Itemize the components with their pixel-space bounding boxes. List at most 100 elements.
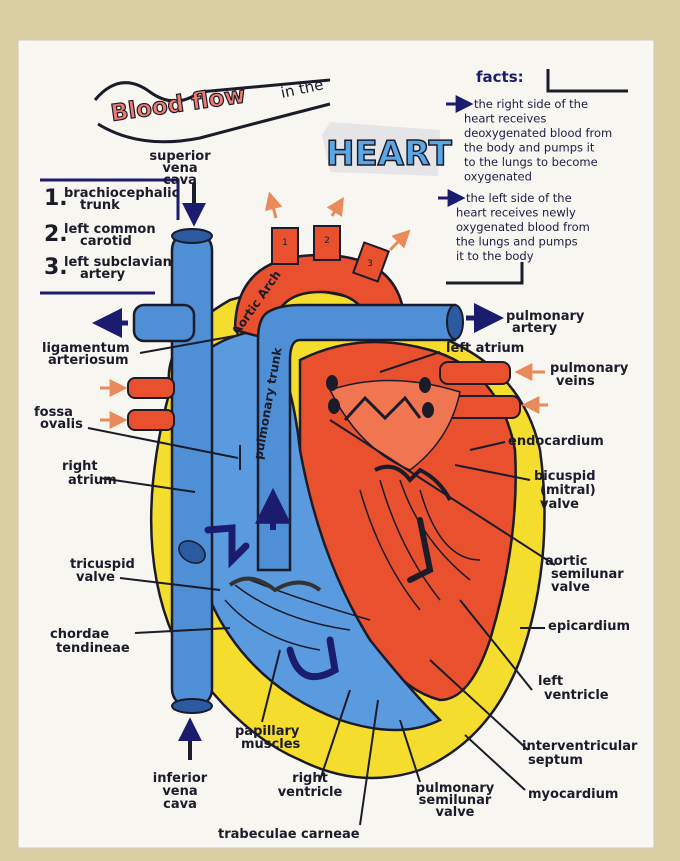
arch-number-3: 3 [367,259,373,269]
papillary-muscles-label-line-1: papillary [235,724,300,739]
arch-branch-1 [271,227,299,265]
pulmonary-artery-label-line-2: artery [512,321,558,336]
arch-arrow-2 [326,196,344,217]
fact-2-line-5: it to the body [456,249,534,263]
pulmonary-semilunar-valve-label-line-1: pulmonary [416,781,495,796]
arch-arrow-3 [388,229,411,252]
left-ventricle-label-line-1: left [538,674,563,689]
left-ventricle-flow-arrow [407,517,434,583]
tricuspid-valve-shape [228,576,322,593]
title-wave-bottom [97,102,331,144]
fact-2-line-1: the left side of the [466,191,572,205]
artery-3-line-1: left subclavian [64,255,172,270]
artery-1-line-1: brachiocephalic [64,186,179,201]
artery-1-line-2: trunk [80,198,120,213]
left-atrium-opening-1 [326,375,338,391]
pulmonary-semilunar-valve-label-line-3: valve [436,805,475,820]
fact-2-line-2: heart receives newly [456,206,576,220]
superior-vena-cava-label-line-2: vena [162,161,197,176]
outer-labels: superiorvenacavaligamentumarteriosumfoss… [34,149,638,842]
left-ventricle-label-line-2: ventricle [544,688,609,703]
facts-heading: facts: [476,68,524,86]
interventricular-septum-label-line-2: septum [528,753,583,768]
superior-vena-cava-label-line-1: superior [149,149,211,164]
aortic-semilunar-valve-label-line-3: valve [551,580,590,595]
pulmonary-veins-label-line-2: veins [556,374,595,389]
fossa-ovalis-label-line-2: ovalis [40,417,83,432]
bicuspid-valve-label-line-2: (mitral) [540,483,596,498]
vena-cava [170,230,214,709]
superior-vena-cava-label-line-3: cava [163,173,197,188]
artery-3-number: 3. [44,255,68,280]
inferior-vena-cava-label-line-3: cava [163,797,197,812]
arch-arrow-1 [264,191,283,219]
trabeculae-carneae-label-line-1: trabeculae carneae [218,827,360,842]
left-atrium-label-line-1: left atrium [446,341,524,356]
fact-1-line-3: deoxygenated blood from [464,126,612,140]
left-atrium-opening-2 [328,398,340,414]
fact-2-line-3: oxygenated blood from [456,220,590,234]
fact-2-line-4: the lungs and pumps [456,235,578,249]
pulmonary-artery-left [132,303,196,343]
left-atrium-flow-arrows [343,395,422,422]
right-ventricle-label-line-2: ventricle [278,785,343,800]
leader-lines [87,334,556,826]
pulmonary-vein-upper [439,361,511,385]
facts-corner-top [546,69,628,93]
pulmonary-vein-left-upper [127,377,175,399]
artery-2-line-1: left common [64,222,156,237]
arch-number-2: 2 [324,236,330,246]
right-atrium-flow-arrow [204,524,250,569]
pulmonary-trunk [256,303,457,572]
fossa-ovalis-label-line-1: fossa [34,405,73,420]
facts-corner-bottom [446,262,524,285]
right-ventricle-flow-arrow [286,636,339,681]
artery-2-line-2: carotid [80,234,132,249]
fact-1-line-2: heart receives [464,112,546,126]
fact-1-line-6: oxygenated [464,170,532,184]
arch-branch-2 [313,225,341,261]
title-shadow [322,122,440,176]
tricuspid-valve-label-line-1: tricuspid [70,557,135,572]
arch-number-1: 1 [282,238,288,248]
artery-3-line-2: artery [80,267,126,282]
inferior-vena-cava-label-line-2: vena [162,784,197,799]
aortic-semilunar-valve-label-line-1: aortic [545,554,588,569]
pulmonary-veins-label-line-1: pulmonary [550,361,629,376]
artery-1-number: 1. [44,186,68,211]
right-atrium-label-line-1: right [62,459,98,474]
chordae-tendineae-label-line-1: chordae [50,627,109,642]
fact-1-line-4: the body and pumps it [464,141,595,155]
bicuspid-valve-label-line-1: bicuspid [534,469,596,484]
left-atrium-opening-3 [419,377,431,393]
ligamentum-arteriosum-label-line-2: arteriosum [48,353,129,368]
tricuspid-valve-label-line-2: valve [76,570,115,585]
left-atrium-opening-4 [422,402,434,418]
pulmonary-artery-label-line-1: pulmonary [506,309,585,324]
fact-1-line-1: the right side of the [474,97,588,111]
pulmonary-semilunar-valve-label-line-2: semilunar [419,793,492,808]
arch-numbers: 1 2 3 [282,236,373,269]
title-wave-top [93,78,331,103]
artery-2-number: 2. [44,222,68,247]
epicardium-label-line-1: epicardium [548,619,630,634]
fact-1-line-5: to the lungs to become [464,155,598,169]
pulmonary-vein-left-lower [127,409,175,431]
pulmonary-artery-opening [446,304,464,340]
ivc-opening [171,698,213,714]
heart: 1 2 3 [127,191,546,780]
coronary-sinus [178,540,206,564]
arteries-bracket-top [40,178,180,220]
title-line-3: HEART [326,134,453,174]
papillary-muscles-label-line-2: muscles [241,737,301,752]
aortic-semilunar-valve-label-line-2: semilunar [551,567,624,582]
ventricle-muscle-lines [224,479,481,651]
endocardium-label-line-1: endocardium [508,434,604,449]
arch-branch-3 [352,241,390,283]
